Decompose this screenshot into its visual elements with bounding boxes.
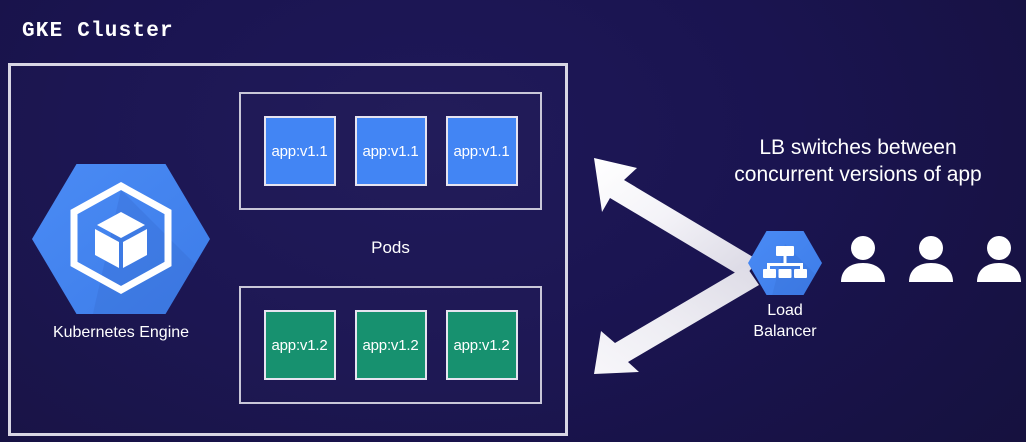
kubernetes-engine-node[interactable]: Kubernetes Engine xyxy=(32,160,210,342)
load-balancer-label-line-2: Balancer xyxy=(753,323,817,340)
load-balancer-label: Load Balancer xyxy=(735,300,835,342)
lb-caption: LB switches between concurrent versions … xyxy=(690,134,1026,188)
pod-app-v1-2[interactable]: app:v1.2 xyxy=(263,310,336,380)
users-group xyxy=(838,235,1024,283)
user-icon xyxy=(977,236,1021,282)
lb-caption-line-1: LB switches between xyxy=(759,136,957,159)
kubernetes-engine-hexagon-icon xyxy=(32,160,210,318)
load-balancer-label-line-1: Load xyxy=(767,302,803,319)
page-title: GKE Cluster xyxy=(22,20,174,43)
pods-label: Pods xyxy=(371,238,410,257)
pod-app-v1-1[interactable]: app:v1.1 xyxy=(445,116,518,186)
pod-row-v1-1: app:v1.1 app:v1.1 app:v1.1 xyxy=(241,94,540,208)
pod-app-v1-1[interactable]: app:v1.1 xyxy=(354,116,427,186)
user-icon xyxy=(909,236,953,282)
lb-caption-line-2: concurrent versions of app xyxy=(734,163,982,186)
load-balancer-hexagon-icon xyxy=(748,231,822,295)
pod-app-v1-2[interactable]: app:v1.2 xyxy=(445,310,518,380)
gke-cluster-boundary xyxy=(8,63,568,436)
pod-app-v1-2[interactable]: app:v1.2 xyxy=(354,310,427,380)
pod-app-v1-1[interactable]: app:v1.1 xyxy=(263,116,336,186)
pod-group-v1-2: app:v1.2 app:v1.2 app:v1.2 xyxy=(239,286,542,404)
load-balancer-node[interactable]: Load Balancer xyxy=(735,230,835,342)
pod-group-v1-1: app:v1.1 app:v1.1 app:v1.1 xyxy=(239,92,542,210)
pod-row-v1-2: app:v1.2 app:v1.2 app:v1.2 xyxy=(241,288,540,402)
kubernetes-engine-label: Kubernetes Engine xyxy=(52,324,190,341)
user-icon xyxy=(841,236,885,282)
